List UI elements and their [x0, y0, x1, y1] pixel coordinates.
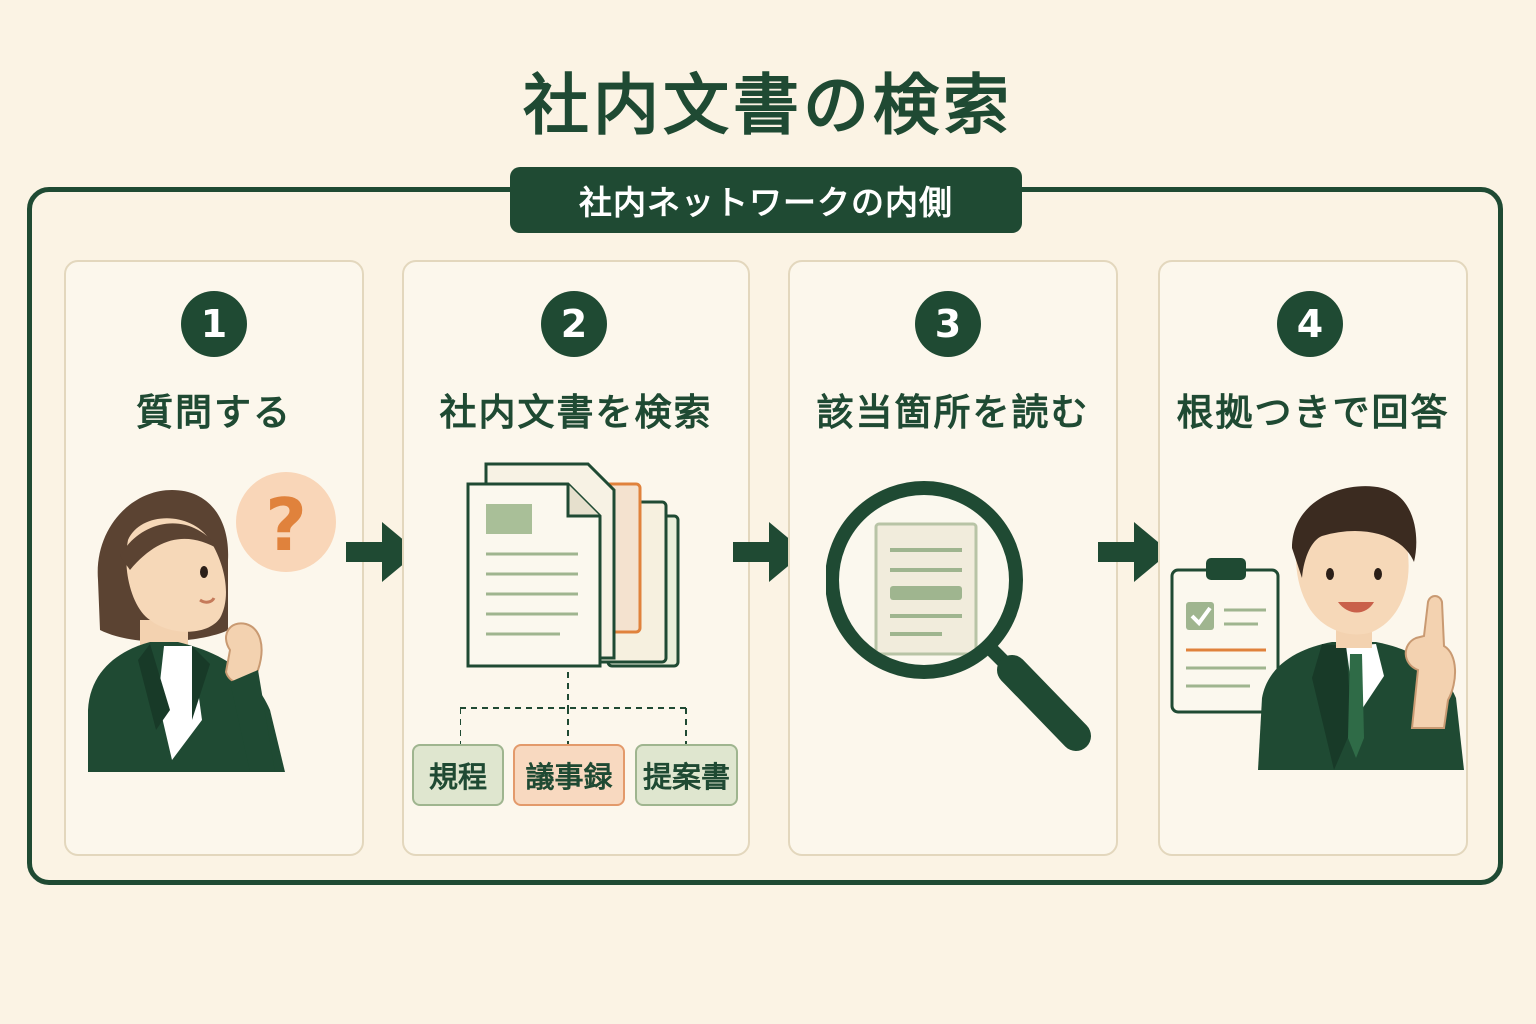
- clipboard-icon: [1170, 558, 1280, 714]
- magnifier-icon: [826, 481, 1091, 751]
- step-number-3: 3: [915, 291, 981, 357]
- tag-regulations: 規程: [412, 744, 504, 806]
- step-number-4: 4: [1277, 291, 1343, 357]
- tag-minutes: 議事録: [513, 744, 625, 806]
- person-thinking-illustration: ?: [88, 472, 336, 772]
- step-number-2: 2: [541, 291, 607, 357]
- step-number-1: 1: [181, 291, 247, 357]
- step-label-1: 質問する: [136, 391, 292, 434]
- person-answering-illustration: [1258, 486, 1464, 770]
- step-label-3: 該当箇所を読む: [816, 391, 1090, 434]
- step-label-2: 社内文書を検索: [439, 391, 713, 434]
- document-stack-illustration: [460, 462, 687, 748]
- arrow-right-icon: [733, 522, 805, 582]
- arrow-right-icon: [1098, 522, 1170, 582]
- step-label-4: 根拠つきで回答: [1176, 391, 1450, 434]
- arrow-right-icon: [346, 522, 418, 582]
- question-bubble: [236, 472, 336, 572]
- tag-proposal: 提案書: [635, 744, 738, 806]
- page-title: 社内文書の検索: [523, 67, 1013, 144]
- question-mark-icon: ?: [265, 483, 307, 567]
- network-label: 社内ネットワークの内側: [510, 167, 1022, 233]
